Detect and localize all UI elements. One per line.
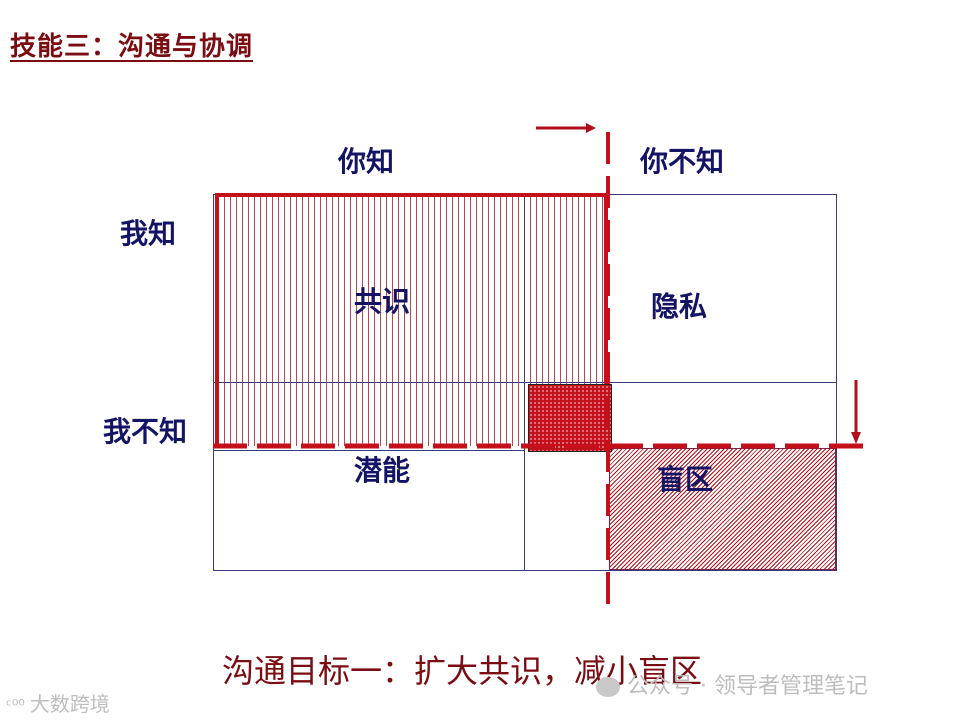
- quadrant-privacy: 隐私: [651, 290, 708, 323]
- row-header-i-dont-know: 我不知: [103, 415, 188, 448]
- arrow-down-icon: [851, 380, 861, 444]
- column-header-you-know: 你知: [338, 145, 395, 178]
- horizontal-dashed-divider: [213, 443, 865, 449]
- grid-line-overlay-v: [524, 197, 525, 447]
- row-header-i-know: 我知: [120, 217, 177, 250]
- quadrant-consensus: 共识: [354, 285, 411, 318]
- grid-line-horizontal-lower: [213, 450, 525, 451]
- watermark-left: ᶜ⁰⁰ 大数跨境: [6, 688, 110, 717]
- wechat-icon: [596, 677, 620, 697]
- brand-logo-icon: ᶜ⁰⁰: [6, 696, 30, 715]
- watermark-right-text: 公众号 · 领导者管理笔记: [627, 674, 868, 699]
- quadrant-blind-zone: 盲区: [657, 463, 714, 496]
- vertical-dashed-divider: [606, 132, 610, 610]
- arrow-right-icon: [536, 123, 596, 133]
- page-title: 技能三：沟通与协调: [10, 32, 254, 62]
- quadrant-potential: 潜能: [354, 454, 411, 487]
- overlap-block: [528, 384, 612, 452]
- column-header-you-dont-know: 你不知: [640, 145, 725, 178]
- watermark-right: 公众号 · 领导者管理笔记: [596, 668, 868, 700]
- watermark-left-text: 大数跨境: [29, 692, 110, 716]
- communication-goal: 沟通目标一：扩大共识，减小盲区: [222, 652, 703, 690]
- blind-zone-area: [609, 448, 836, 570]
- grid-line-overlay-h: [219, 382, 604, 383]
